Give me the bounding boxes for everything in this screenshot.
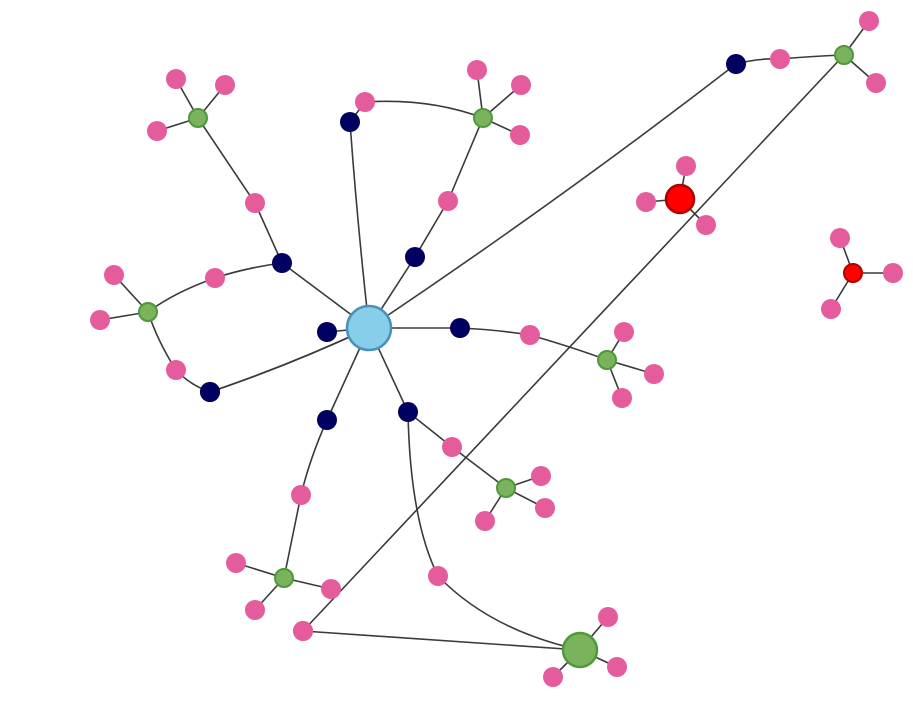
node-pink-p1[interactable] <box>245 193 265 213</box>
node-green-g5[interactable] <box>496 478 516 498</box>
node-pink-l7a[interactable] <box>859 11 879 31</box>
node-green-g6[interactable] <box>274 568 294 588</box>
node-navy-n9[interactable] <box>200 382 220 402</box>
node-pink-l2a[interactable] <box>104 265 124 285</box>
node-pink-l1c[interactable] <box>147 121 167 141</box>
node-pink-r1b[interactable] <box>636 192 656 212</box>
node-navy-n8[interactable] <box>317 322 337 342</box>
node-pink-l1b[interactable] <box>215 75 235 95</box>
edge-g8-l1d <box>302 630 581 651</box>
node-pink-l5c[interactable] <box>612 388 632 408</box>
edge-p7-g5 <box>451 446 507 489</box>
node-hub-hub[interactable] <box>345 304 393 352</box>
node-pink-r2a[interactable] <box>830 228 850 248</box>
edge-p9-g8 <box>437 575 581 651</box>
node-pink-l2b[interactable] <box>90 310 110 330</box>
node-pink-p2[interactable] <box>205 268 225 288</box>
node-green-g1[interactable] <box>188 108 208 128</box>
node-navy-n6[interactable] <box>398 402 418 422</box>
node-pink-p3[interactable] <box>166 360 186 380</box>
node-pink-r2c[interactable] <box>821 299 841 319</box>
node-pink-p10[interactable] <box>770 49 790 69</box>
node-green-g3[interactable] <box>473 108 493 128</box>
edge-g7-l8d <box>302 54 845 632</box>
node-pink-l6a[interactable] <box>226 553 246 573</box>
node-pink-p5[interactable] <box>438 191 458 211</box>
node-pink-l6c[interactable] <box>475 511 495 531</box>
node-pink-l8c[interactable] <box>543 667 563 687</box>
node-pink-p8[interactable] <box>291 485 311 505</box>
node-pink-l3b[interactable] <box>511 75 531 95</box>
node-pink-l7b[interactable] <box>866 73 886 93</box>
edge-p1-g1 <box>197 117 256 204</box>
node-pink-l8b[interactable] <box>607 657 627 677</box>
node-green-g4[interactable] <box>597 350 617 370</box>
node-navy-n5[interactable] <box>450 318 470 338</box>
edge-n6-p9 <box>407 411 439 577</box>
node-green-large-g8[interactable] <box>561 631 599 669</box>
node-navy-n1[interactable] <box>272 253 292 273</box>
node-pink-l6b[interactable] <box>321 579 341 599</box>
node-navy-n4[interactable] <box>405 247 425 267</box>
node-pink-l5a[interactable] <box>531 466 551 486</box>
node-pink-l8d[interactable] <box>293 621 313 641</box>
edge-p8-g6 <box>283 494 302 579</box>
node-red-large-r1[interactable] <box>664 183 696 215</box>
edge-hub-n3 <box>349 121 370 329</box>
node-pink-l4b[interactable] <box>644 364 664 384</box>
nodes-layer <box>90 11 903 687</box>
node-green-g2[interactable] <box>138 302 158 322</box>
node-pink-l8a[interactable] <box>598 607 618 627</box>
node-pink-l7c[interactable] <box>245 600 265 620</box>
edge-n1-p1 <box>254 202 283 264</box>
node-navy-n3[interactable] <box>340 112 360 132</box>
edge-p5-g3 <box>447 117 484 202</box>
node-pink-p7[interactable] <box>442 437 462 457</box>
node-pink-l2c[interactable] <box>510 125 530 145</box>
node-green-g7[interactable] <box>834 45 854 65</box>
node-navy-n10[interactable] <box>726 54 746 74</box>
node-pink-l1a[interactable] <box>166 69 186 89</box>
node-pink-p6[interactable] <box>520 325 540 345</box>
edge-hub-n10 <box>368 63 737 329</box>
node-pink-l3a[interactable] <box>467 60 487 80</box>
edge-p4-g3 <box>364 100 484 119</box>
node-red-r2[interactable] <box>843 263 863 283</box>
node-pink-p4[interactable] <box>355 92 375 112</box>
node-pink-p9[interactable] <box>428 566 448 586</box>
node-pink-r1c[interactable] <box>696 215 716 235</box>
node-pink-r2b[interactable] <box>883 263 903 283</box>
node-pink-l4a[interactable] <box>614 322 634 342</box>
edge-n4-p5 <box>414 200 449 258</box>
node-pink-l5b[interactable] <box>535 498 555 518</box>
node-navy-n7[interactable] <box>317 410 337 430</box>
node-pink-r1a[interactable] <box>676 156 696 176</box>
